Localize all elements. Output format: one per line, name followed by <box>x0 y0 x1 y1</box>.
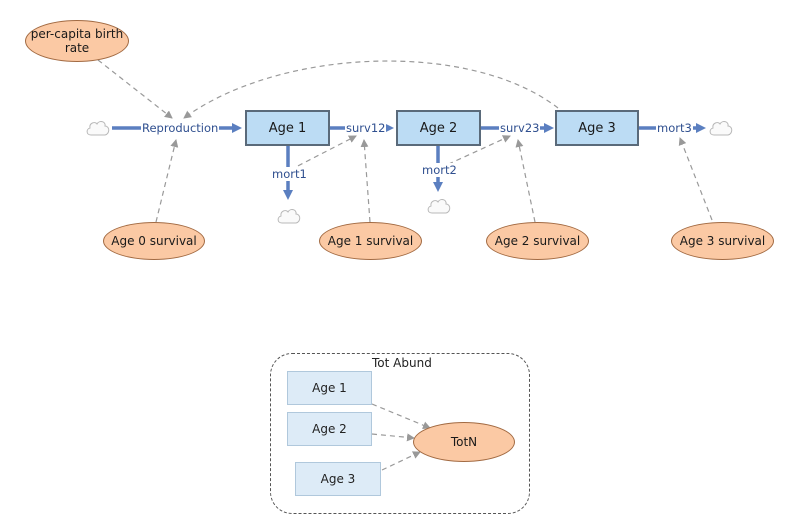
variable-age2-survival[interactable]: Age 2 survival <box>486 222 589 260</box>
flow-label-surv23[interactable]: surv23 <box>499 121 541 135</box>
mort1-sink-cloud-icon <box>277 209 301 224</box>
source-cloud-icon <box>86 121 110 136</box>
variable-age3-survival[interactable]: Age 3 survival <box>671 222 774 260</box>
ghost-stock-age2[interactable]: Age 2 <box>287 412 372 446</box>
mort2-sink-cloud-icon <box>427 199 451 214</box>
stock-age1[interactable]: Age 1 <box>245 110 330 146</box>
link-age0survival-to-reproduction[interactable] <box>155 139 179 223</box>
flow-label-mort3[interactable]: mort3 <box>656 121 693 135</box>
link-age1-to-surv12[interactable] <box>289 135 357 171</box>
stock-age2[interactable]: Age 2 <box>396 110 481 146</box>
link-age3survival-to-mort3[interactable] <box>678 137 713 221</box>
variable-age1-survival[interactable]: Age 1 survival <box>319 222 422 260</box>
link-age1survival-to-surv12[interactable] <box>360 139 371 223</box>
link-birthrate-to-reproduction[interactable] <box>97 59 173 119</box>
variable-totn[interactable]: TotN <box>413 422 515 462</box>
variable-age0-survival[interactable]: Age 0 survival <box>103 222 205 260</box>
mort3-sink-cloud-icon <box>709 121 733 136</box>
module-title: Tot Abund <box>372 356 432 370</box>
flow-label-mort1[interactable]: mort1 <box>271 167 308 181</box>
link-age2-to-surv23[interactable] <box>439 135 511 169</box>
stock-age3[interactable]: Age 3 <box>555 110 639 146</box>
ghost-stock-age3[interactable]: Age 3 <box>295 462 381 496</box>
flow-label-mort2[interactable]: mort2 <box>421 163 458 177</box>
ghost-stock-age1[interactable]: Age 1 <box>287 371 372 405</box>
link-ghost-age2-to-totn[interactable] <box>371 433 415 442</box>
module-tot-abund[interactable] <box>270 353 530 514</box>
flow-label-surv12[interactable]: surv12 <box>345 121 387 135</box>
link-ghost-age3-to-totn[interactable] <box>381 451 421 471</box>
variable-birth-rate[interactable]: per-capita birth rate <box>25 20 129 62</box>
link-ghost-age1-to-totn[interactable] <box>371 403 431 430</box>
flow-label-reproduction[interactable]: Reproduction <box>141 121 220 135</box>
link-age3-to-reproduction[interactable] <box>183 60 559 119</box>
link-age2survival-to-surv23[interactable] <box>515 139 536 223</box>
